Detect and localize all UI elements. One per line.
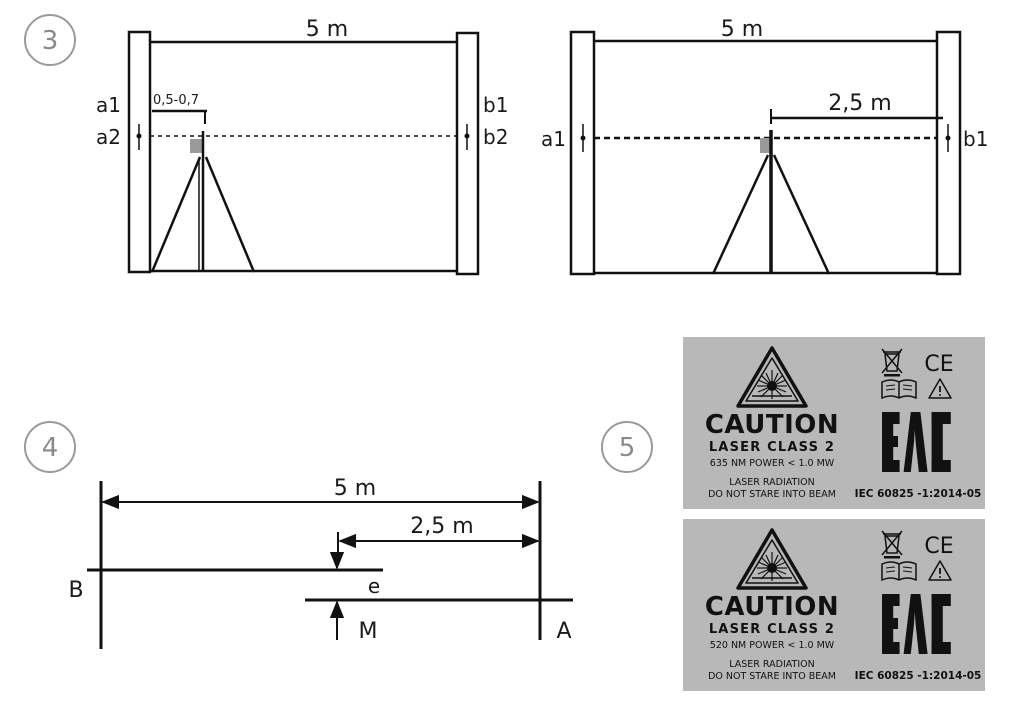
step-4-circle <box>24 421 76 473</box>
caution-title: CAUTION <box>705 410 839 440</box>
step-4-number: 4 <box>42 433 59 463</box>
label-b1: b1 <box>483 93 508 117</box>
step-3-circle <box>24 14 76 66</box>
distance-label: 5 m <box>306 17 348 42</box>
iec-standard: IEC 60825 -1:2014-05 <box>855 488 982 500</box>
ce-mark: CE <box>924 534 953 559</box>
caution-title: CAUTION <box>705 592 839 622</box>
step-5: 5 CAUTION LASER CLASS 2 635 NM POWER < 1… <box>601 337 985 691</box>
label-a1: a1 <box>96 93 121 117</box>
laser-device <box>760 138 771 153</box>
radiation-line-1: LASER RADIATION <box>729 477 814 488</box>
wall-a <box>569 30 596 276</box>
half-distance-label: 2,5 m <box>828 91 891 116</box>
ce-mark: CE <box>924 352 953 377</box>
wall-b <box>935 30 962 276</box>
step-3-number: 3 <box>42 26 59 56</box>
label-a: A <box>556 619 571 644</box>
mark-b-dot <box>945 135 951 141</box>
label-m: M <box>359 619 378 644</box>
radiation-line-2: DO NOT STARE INTO BEAM <box>708 489 836 500</box>
label-a1: a1 <box>541 127 566 151</box>
wall-a <box>127 30 152 274</box>
label-a2: a2 <box>96 125 121 149</box>
power-spec: 520 NM POWER < 1.0 MW <box>710 640 835 651</box>
radiation-line-1: LASER RADIATION <box>729 659 814 670</box>
iec-standard: IEC 60825 -1:2014-05 <box>855 670 982 682</box>
laser-warning-label-2: CAUTION LASER CLASS 2 520 NM POWER < 1.0… <box>683 519 985 691</box>
step-5-number: 5 <box>619 433 636 463</box>
step-3-right-scene: 5 m 2,5 m a1 b1 <box>541 17 988 276</box>
tripod-leg-right <box>204 156 256 273</box>
laser-device <box>190 139 203 153</box>
eac-mark-text: EAC <box>909 619 928 630</box>
tripod-leg-right <box>772 154 831 275</box>
label-b2: b2 <box>483 125 508 149</box>
offset-label: 0,5-0,7 <box>153 93 199 108</box>
distance-label: 5 m <box>334 476 376 501</box>
label-b: B <box>68 578 83 603</box>
tripod-leg-left <box>711 154 770 275</box>
wall-b <box>455 31 480 276</box>
distance-label: 5 m <box>721 17 763 42</box>
laser-class: LASER CLASS 2 <box>709 622 835 637</box>
mark-a-dot <box>580 135 586 141</box>
step-3-left-scene: 5 m 0,5-0,7 a1 a2 b1 b2 <box>96 17 508 276</box>
tripod-leg-left <box>150 156 202 273</box>
laser-class: LASER CLASS 2 <box>709 440 835 455</box>
eac-mark-text: EAC <box>909 437 928 448</box>
step-5-circle <box>601 421 653 473</box>
laser-warning-label-1: CAUTION LASER CLASS 2 635 NM POWER < 1.0… <box>683 337 985 509</box>
step-3: 3 5 m 0,5-0,7 a1 a2 b1 b2 <box>24 14 988 276</box>
power-spec: 635 NM POWER < 1.0 MW <box>710 458 835 469</box>
mark-b-dot <box>464 133 470 139</box>
radiation-line-2: DO NOT STARE INTO BEAM <box>708 671 836 682</box>
mark-a-dot <box>136 133 142 139</box>
label-e: e <box>368 574 380 598</box>
step-4: 4 5 m 2,5 m B A M e <box>24 421 573 649</box>
label-b1: b1 <box>963 127 988 151</box>
half-distance-label: 2,5 m <box>410 514 473 539</box>
